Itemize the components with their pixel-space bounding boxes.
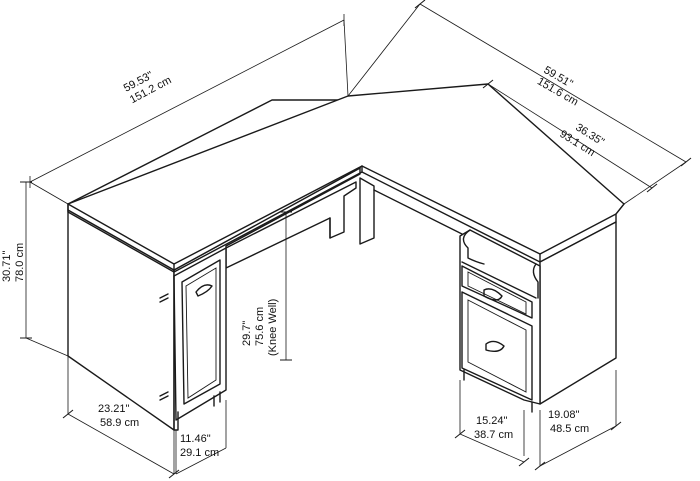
cabinet-door	[461, 291, 533, 401]
pedestal-handle	[195, 284, 213, 297]
height-metric: 78.0 cm	[14, 243, 26, 282]
modesty-panel	[225, 181, 357, 269]
return-depth-metric: 48.5 cm	[550, 423, 589, 435]
left-pedestal	[173, 247, 227, 421]
desktop-surface	[67, 83, 625, 265]
knee-well-metric: 75.6 cm	[254, 307, 266, 346]
height-imperial: 30.71"	[1, 250, 13, 282]
left-depth-imperial: 23.21"	[98, 403, 130, 415]
return-depth-imperial: 19.08"	[548, 409, 580, 421]
return-end-panel	[539, 221, 617, 405]
knee-well-imperial: 29.7"	[241, 321, 253, 346]
cabinet-width-imperial: 15.24"	[476, 415, 508, 427]
pedestal-width-metric: 29.1 cm	[180, 447, 219, 459]
dimension-lines	[20, 0, 692, 479]
knee-well-note: (Knee Well)	[267, 299, 279, 356]
knee-well-back-panel	[359, 177, 375, 245]
cabinet-width-metric: 38.7 cm	[474, 429, 513, 441]
cabinet-drawer	[461, 265, 533, 319]
pedestal-width-imperial: 11.46"	[180, 433, 211, 445]
l-shaped-desk	[67, 83, 625, 431]
left-depth-metric: 58.9 cm	[100, 417, 139, 429]
